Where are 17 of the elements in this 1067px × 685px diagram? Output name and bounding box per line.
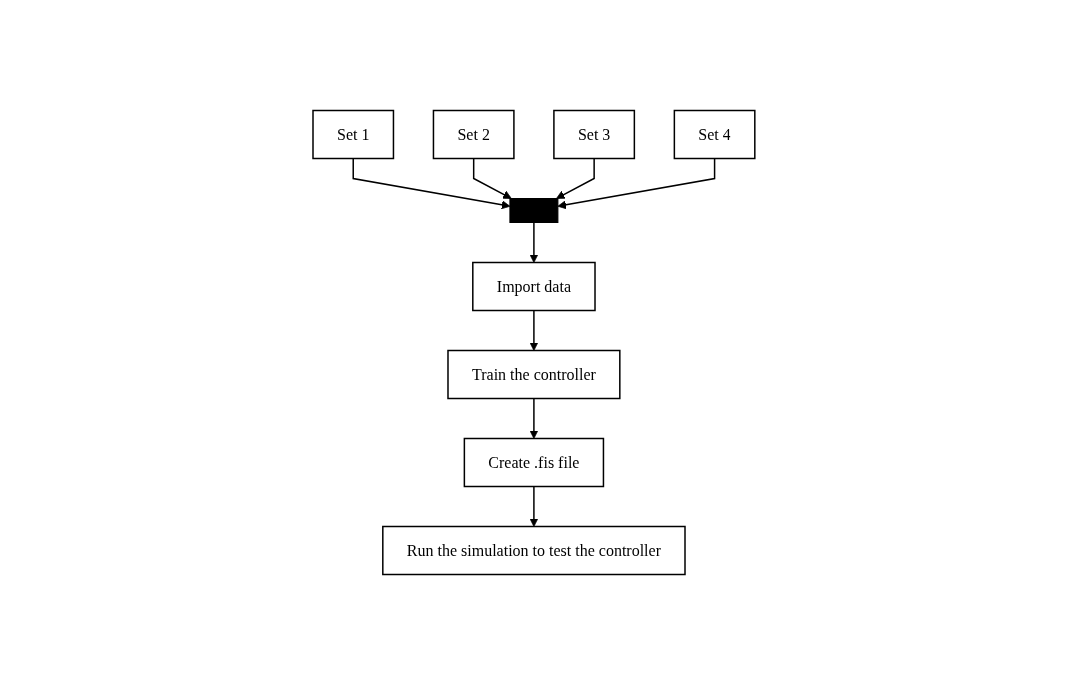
node-box: Set 1 — [311, 109, 394, 160]
node-bar — [509, 198, 558, 223]
arrow — [529, 485, 538, 527]
node-box: Train the controller — [446, 349, 621, 400]
arrow — [529, 309, 538, 351]
arrow — [557, 157, 715, 210]
node-box: Set 4 — [673, 109, 756, 160]
node-box: Run the simulation to test the controller — [381, 525, 686, 576]
arrow — [555, 157, 595, 199]
arrow — [472, 157, 512, 199]
node-box: Set 3 — [552, 109, 635, 160]
arrow — [529, 221, 538, 263]
node-box: Create .fis file — [463, 437, 604, 488]
node-box: Import data — [471, 261, 596, 312]
arrow — [529, 397, 538, 439]
arrow — [352, 157, 510, 210]
node-box: Set 2 — [432, 109, 515, 160]
